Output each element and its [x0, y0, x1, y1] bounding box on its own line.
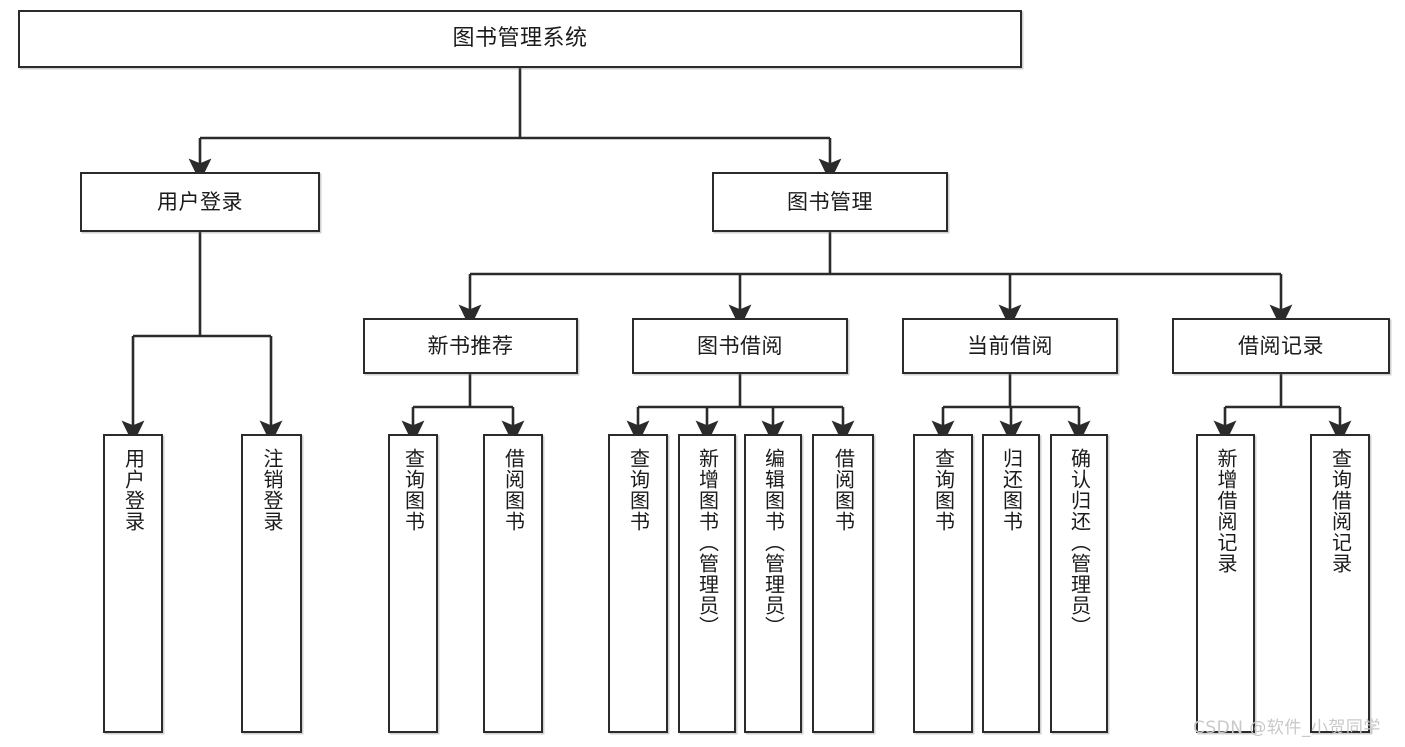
node-leaf-logout-login[interactable]: 注销登录	[241, 434, 302, 733]
node-leaf-add-book-admin[interactable]: 新增图书（管理员）	[678, 434, 736, 733]
node-user-login[interactable]: 用户登录	[80, 172, 320, 232]
node-label: 确认归还（管理员）	[1067, 448, 1092, 637]
node-label: 图书管理	[787, 189, 873, 214]
node-root-book-management-system[interactable]: 图书管理系统	[18, 10, 1022, 68]
node-leaf-confirm-return-admin[interactable]: 确认归还（管理员）	[1050, 434, 1108, 733]
csdn-watermark: CSDN @软件_小贺同学	[1193, 718, 1381, 738]
node-leaf-borrow-book-recommend[interactable]: 借阅图书	[483, 434, 543, 733]
node-borrow-record[interactable]: 借阅记录	[1172, 318, 1390, 374]
node-leaf-query-borrow-record[interactable]: 查询借阅记录	[1310, 434, 1370, 733]
node-leaf-borrow-book[interactable]: 借阅图书	[812, 434, 874, 733]
node-label: 新增图书（管理员）	[695, 448, 720, 637]
node-label: 查询借阅记录	[1328, 448, 1353, 574]
node-label: 用户登录	[157, 189, 243, 214]
node-leaf-return-book[interactable]: 归还图书	[982, 434, 1040, 733]
node-label: 当前借阅	[967, 333, 1053, 358]
node-leaf-edit-book-admin[interactable]: 编辑图书（管理员）	[744, 434, 802, 733]
node-label: 归还图书	[999, 448, 1024, 532]
node-label: 图书借阅	[697, 333, 783, 358]
node-book-borrow[interactable]: 图书借阅	[632, 318, 848, 374]
node-leaf-query-book-recommend[interactable]: 查询图书	[388, 434, 438, 733]
node-label: 查询图书	[626, 448, 651, 532]
node-label: 借阅图书	[501, 448, 526, 532]
node-label: 查询图书	[931, 448, 956, 532]
node-label: 图书管理系统	[452, 26, 588, 52]
node-new-book-recommend[interactable]: 新书推荐	[363, 318, 578, 374]
node-leaf-add-borrow-record[interactable]: 新增借阅记录	[1196, 434, 1255, 733]
node-label: 注销登录	[260, 448, 284, 532]
node-leaf-query-book-borrow[interactable]: 查询图书	[608, 434, 668, 733]
node-current-borrow[interactable]: 当前借阅	[902, 318, 1118, 374]
node-label: 新书推荐	[427, 333, 514, 358]
node-leaf-user-login[interactable]: 用户登录	[103, 434, 163, 733]
node-book-manage[interactable]: 图书管理	[712, 172, 948, 232]
node-label: 用户登录	[121, 448, 146, 532]
node-label: 编辑图书（管理员）	[761, 448, 786, 637]
node-leaf-query-book-current[interactable]: 查询图书	[913, 434, 973, 733]
node-label: 借阅记录	[1238, 333, 1324, 358]
node-label: 借阅图书	[831, 448, 856, 532]
node-label: 新增借阅记录	[1214, 448, 1238, 574]
node-label: 查询图书	[401, 448, 426, 532]
